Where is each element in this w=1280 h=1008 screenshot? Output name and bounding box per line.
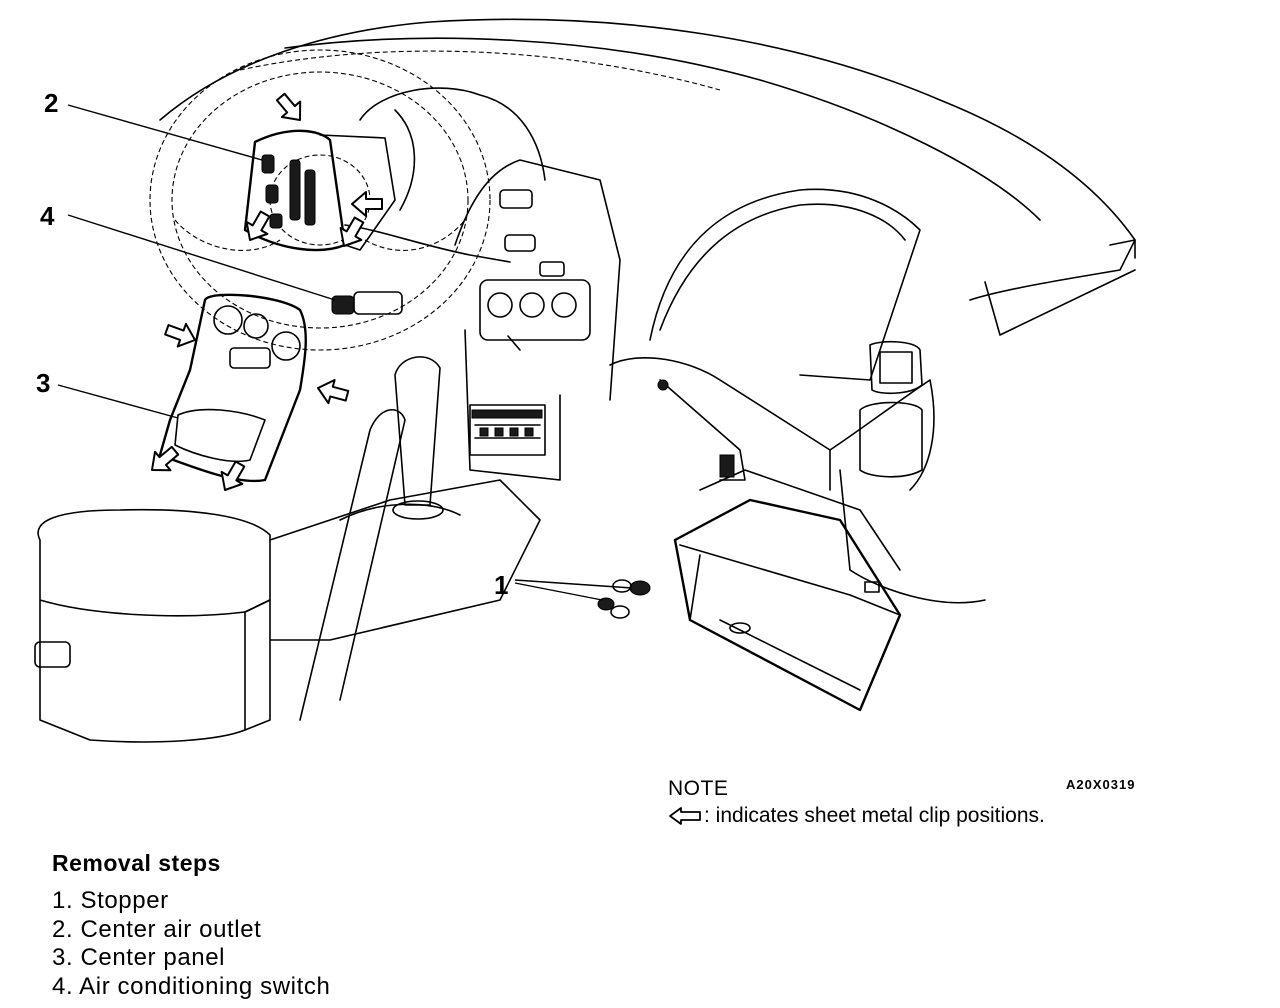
- note-line: : indicates sheet metal clip positions.: [668, 802, 1045, 830]
- removal-steps: Removal steps 1. Stopper 2. Center air o…: [52, 850, 330, 1001]
- stoppers: [597, 579, 651, 619]
- callout-3: 3: [36, 368, 50, 398]
- hollow-left-arrow-icon: [669, 807, 701, 825]
- removal-step: 3. Center panel: [52, 944, 226, 971]
- dashboard-top: [159, 18, 1136, 336]
- removal-steps-title: Removal steps: [52, 850, 221, 876]
- note-title: NOTE: [668, 777, 729, 800]
- meter-hood: [359, 87, 546, 211]
- callout-1: 1: [494, 570, 508, 600]
- center-panel: [158, 293, 307, 483]
- callout-2: 2: [44, 88, 58, 118]
- dashboard-right: [609, 188, 986, 604]
- removal-step: 2. Center air outlet: [52, 915, 262, 943]
- figure-id: A20X0319: [1066, 777, 1136, 792]
- note-block: NOTE : indicates sheet metal clip positi…: [668, 776, 1045, 830]
- note-text: : indicates sheet metal clip positions.: [704, 804, 1045, 827]
- glove-box: [657, 379, 902, 712]
- removal-steps-list: 1. Stopper 2. Center air outlet 3. Cente…: [52, 887, 330, 1001]
- callout-leaders: [57, 104, 633, 601]
- air-conditioning-switch: [331, 291, 403, 315]
- removal-step: 1. Stopper: [52, 887, 169, 914]
- center-stack: [454, 159, 621, 481]
- clip-arrows: [143, 88, 383, 497]
- steering-wheel: [149, 49, 491, 351]
- center-air-outlet: [243, 129, 511, 263]
- dashboard-exploded-view: 2 4 3 1: [34, 18, 1136, 743]
- removal-step: 4. Air conditioning switch: [52, 972, 331, 1000]
- callout-4: 4: [40, 201, 55, 231]
- center-console: [34, 356, 541, 743]
